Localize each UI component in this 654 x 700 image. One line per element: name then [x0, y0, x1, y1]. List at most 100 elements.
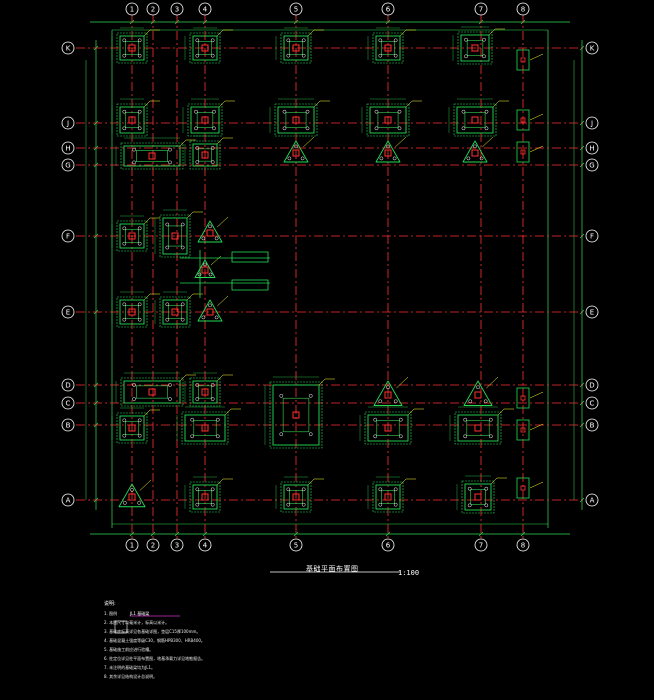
note-line: 5. 基础施工前应进行验槽。 [104, 647, 154, 652]
axis-bubble-label: A [66, 497, 71, 505]
axis-bubble [585, 418, 599, 432]
pile-mark [180, 245, 185, 250]
pile-mark [132, 383, 136, 387]
axis-bubble [289, 538, 303, 552]
column-section [520, 427, 526, 433]
steel-plate-detail [516, 49, 544, 71]
pile-mark [180, 317, 185, 322]
column-section [474, 391, 482, 399]
axis-bubble [146, 538, 160, 552]
pile-mark [210, 146, 215, 150]
footing-step [197, 385, 213, 399]
footing-outline [116, 103, 148, 137]
dimension-lines [85, 19, 585, 537]
pile-mark [300, 156, 305, 161]
pile-mark [210, 38, 215, 43]
axis-bubble [585, 41, 599, 55]
footing-triangular [462, 136, 494, 163]
footing [361, 98, 422, 137]
footing [111, 215, 160, 252]
column-section [171, 308, 179, 316]
axis-bubble-label: 5 [294, 542, 298, 550]
pile-mark [464, 37, 468, 42]
axis-bubble-label: 8 [521, 542, 525, 550]
pile-mark [165, 302, 170, 307]
footing-step [167, 225, 183, 247]
footing-step [288, 489, 304, 505]
label-leader [529, 391, 544, 399]
pile-mark [386, 385, 390, 390]
footing [184, 476, 233, 513]
pile-mark [461, 109, 466, 114]
pile-mark [210, 160, 215, 164]
pile-mark [180, 302, 185, 307]
drawing-scale: 1:100 [398, 569, 420, 577]
pile-mark [479, 156, 484, 161]
footing-step [136, 385, 168, 399]
plate-outline [516, 141, 530, 163]
footing [111, 407, 160, 444]
label-leader [497, 408, 505, 416]
pile-mark [386, 144, 390, 149]
footing [275, 27, 324, 64]
column-section [201, 44, 209, 52]
footing-outline [189, 32, 221, 64]
dimension-tick [293, 531, 299, 537]
footing-outline [116, 220, 148, 252]
footing-outline [189, 140, 221, 170]
axis-bubble [585, 141, 599, 155]
pile-mark [195, 502, 200, 507]
note-line: 1. 图例 [104, 611, 118, 616]
column-section [128, 44, 136, 52]
pile-mark [208, 272, 213, 277]
column-section [201, 493, 209, 501]
footing [367, 27, 416, 64]
pile-mark [195, 38, 200, 43]
label-leader [529, 481, 544, 489]
pile-mark [132, 160, 136, 165]
dimension-tick [174, 531, 180, 537]
column-section [384, 116, 392, 124]
pile-mark [301, 53, 306, 58]
column-section [520, 149, 526, 155]
footing-step [377, 112, 399, 128]
pile-mark [137, 418, 142, 423]
footing [184, 372, 233, 407]
pile-mark [378, 487, 383, 492]
footing-outline [364, 411, 412, 445]
axis-bubble-label: J [66, 120, 69, 128]
pile-mark [214, 315, 219, 320]
pile-mark [132, 147, 136, 152]
pile-mark [210, 397, 215, 401]
column-section [520, 485, 526, 491]
footing-outline [120, 377, 184, 407]
label-leader [529, 113, 544, 121]
footing-pad [456, 106, 494, 134]
axis-bubble [585, 116, 599, 130]
footing-outline [189, 481, 221, 513]
pile-mark [484, 486, 489, 491]
label-leader [224, 408, 232, 416]
footing [182, 98, 235, 137]
footing-pad [119, 106, 145, 134]
footing-pad [272, 384, 320, 446]
footing [154, 291, 203, 328]
pile-mark [468, 399, 473, 404]
footing-step [197, 148, 213, 162]
axis-bubble-label: 7 [479, 6, 483, 14]
footing-pad [373, 380, 403, 406]
pile-mark [476, 385, 480, 390]
pile-mark [137, 38, 142, 43]
pile-mark [212, 126, 216, 131]
column-section [471, 44, 479, 52]
note-line: 8. 其余详见结构设计总说明。 [104, 674, 158, 679]
footing [448, 98, 509, 137]
pile-mark [473, 144, 477, 149]
footing-pad [184, 414, 226, 442]
axis-bubble [585, 396, 599, 410]
steel-plate-detail [516, 477, 544, 499]
label-leader [143, 100, 151, 108]
plate-outline [516, 419, 530, 441]
footing [456, 475, 507, 514]
pile-mark [137, 317, 142, 322]
